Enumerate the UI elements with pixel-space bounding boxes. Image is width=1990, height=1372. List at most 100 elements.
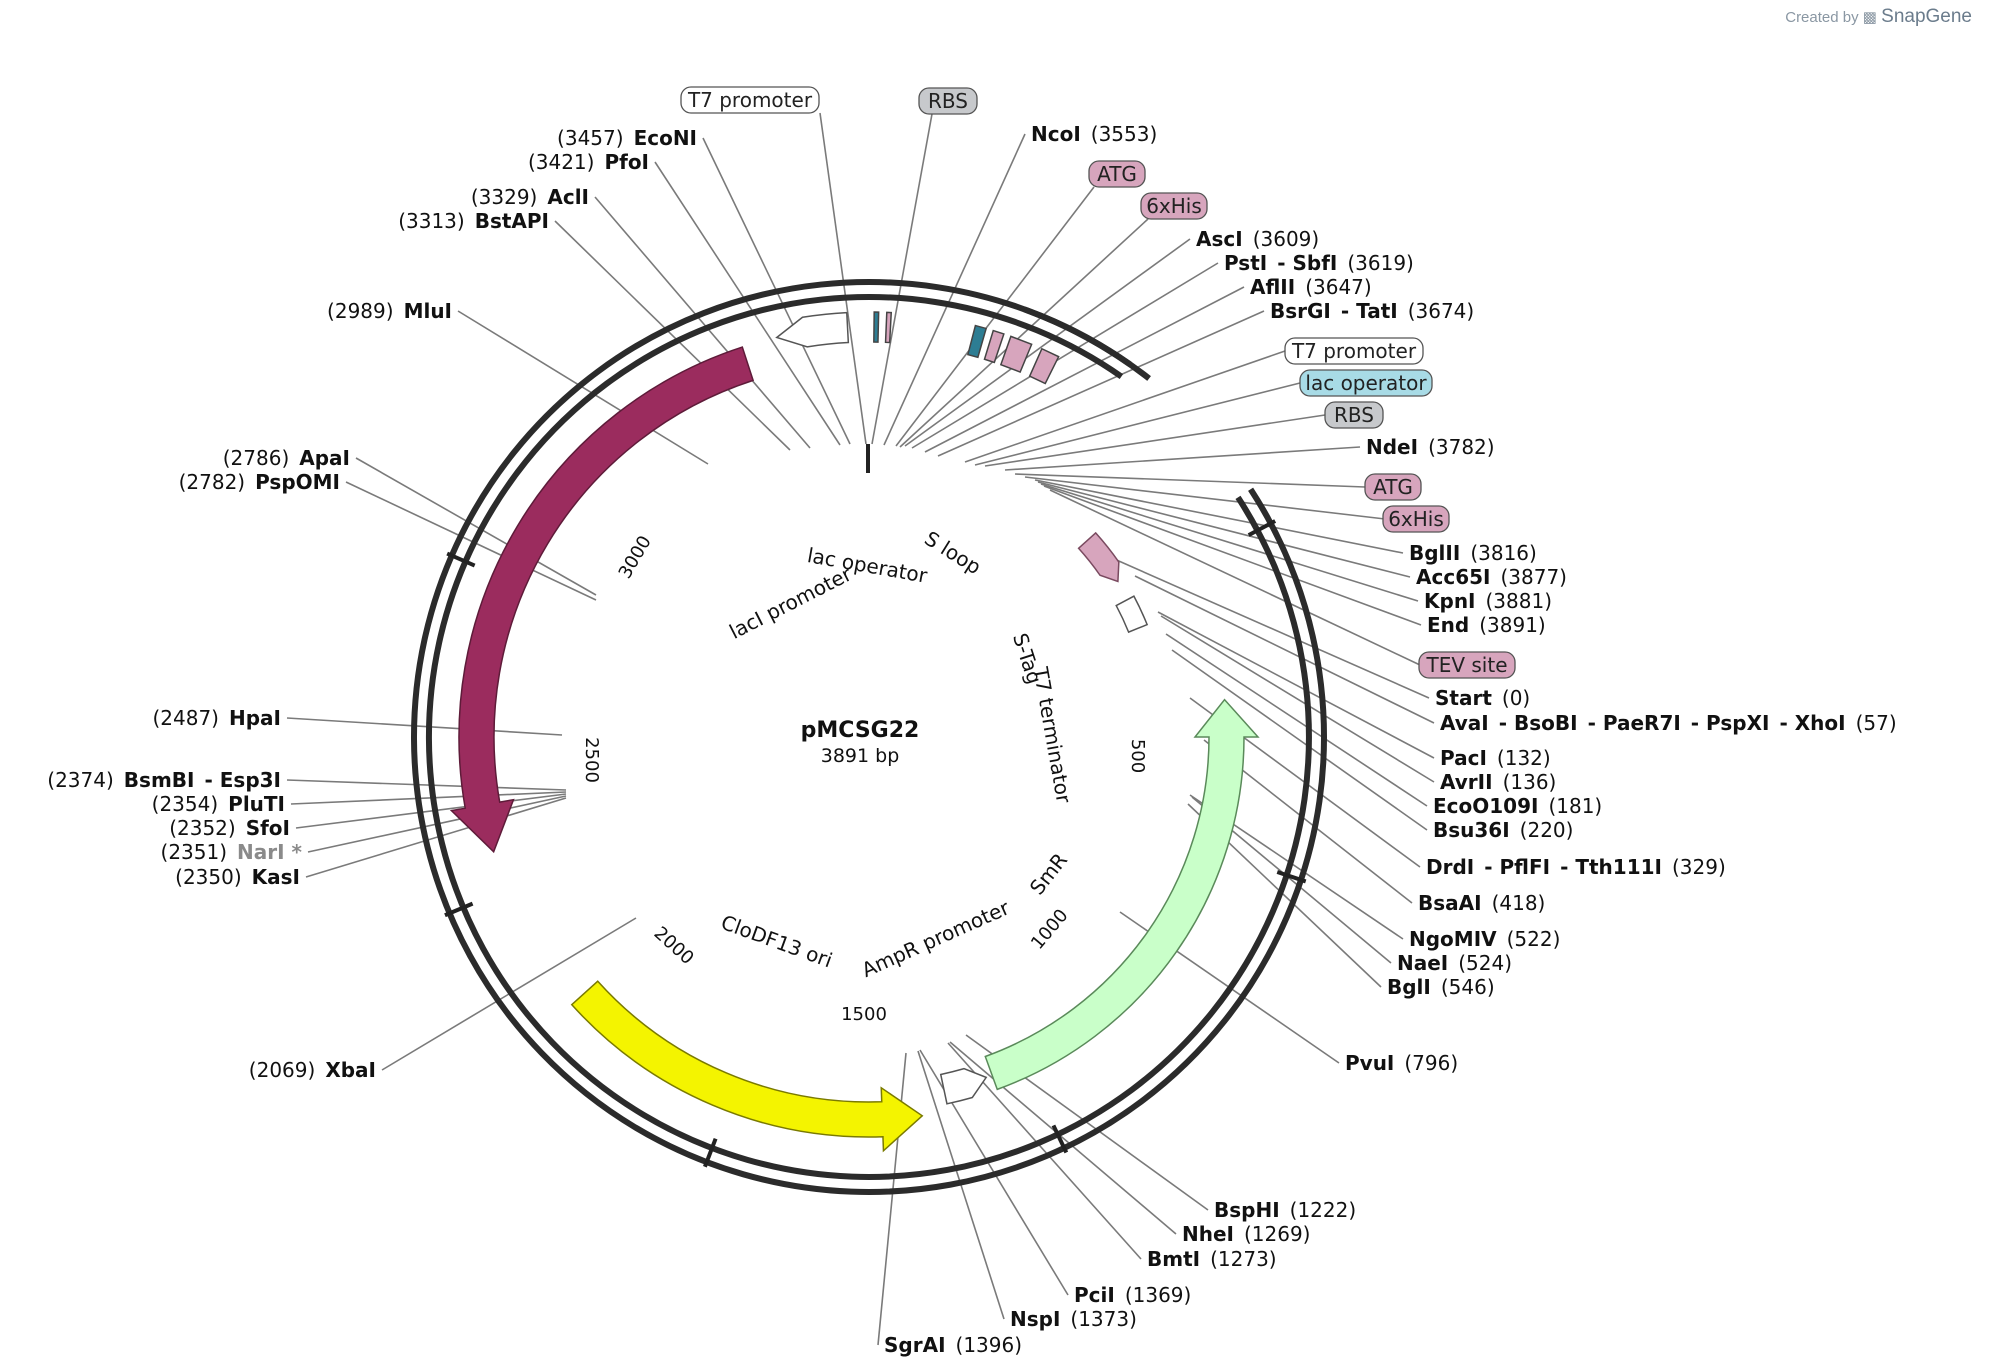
small-features xyxy=(873,311,1060,385)
tag-6xhis-right[interactable]: 6xHis xyxy=(1382,505,1450,533)
site-avrii[interactable]: AvrII(136) xyxy=(1440,770,1556,794)
leader-line xyxy=(1165,633,1428,807)
tag-leader-line xyxy=(974,382,1301,466)
tag-t7-promoter-right[interactable]: T7 promoter xyxy=(1284,337,1424,365)
site-bgli[interactable]: BglI(546) xyxy=(1387,975,1495,999)
site-pfoi[interactable]: (3421)PfoI xyxy=(528,150,649,174)
site-paci[interactable]: PacI(132) xyxy=(1440,746,1551,770)
tag-atg-right[interactable]: ATG xyxy=(1364,473,1422,501)
leader-line xyxy=(1157,611,1435,759)
site-acc65i[interactable]: Acc65I(3877) xyxy=(1416,565,1567,589)
tick-label: 3000 xyxy=(615,532,656,582)
tag-leader-line xyxy=(899,218,1149,448)
small-feature-box[interactable] xyxy=(966,324,988,359)
ampr-promoter-arrow[interactable] xyxy=(939,1067,988,1105)
site-bsrgi[interactable]: BsrGI- TatI(3674) xyxy=(1270,299,1474,323)
tag-t7-promoter-top[interactable]: T7 promoter xyxy=(680,86,820,114)
tag-leader-line xyxy=(1014,473,1366,488)
snapgene-logo-icon: ▩ xyxy=(1862,9,1877,26)
site-ndei[interactable]: NdeI(3782) xyxy=(1366,435,1495,459)
site-pspomi[interactable]: (2782)PspOMI xyxy=(179,470,340,494)
laci-promoter-arrow[interactable] xyxy=(775,311,850,348)
site-drdi[interactable]: DrdI- PflFI- Tth111I(329) xyxy=(1426,855,1726,879)
tag-rbs-top[interactable]: RBS xyxy=(918,87,978,115)
svg-text:TEV site: TEV site xyxy=(1425,653,1507,677)
site-avai[interactable]: AvaI- BsoBI- PaeR7I- PspXI- XhoI(57) xyxy=(1440,711,1897,735)
site-psti[interactable]: PstI- SbfI(3619) xyxy=(1224,251,1414,275)
site-bsphi[interactable]: BspHI(1222) xyxy=(1214,1198,1356,1222)
site-kasi[interactable]: (2350)KasI xyxy=(175,865,300,889)
tag-leader-line xyxy=(1024,476,1386,520)
small-feature-box[interactable] xyxy=(873,311,880,343)
small-feature-box[interactable] xyxy=(884,311,893,344)
site-pcii[interactable]: PciI(1369) xyxy=(1074,1283,1191,1307)
site-sgrai[interactable]: SgrAI(1396) xyxy=(884,1333,1022,1357)
credit-prefix: Created by xyxy=(1785,9,1859,26)
site-nhei[interactable]: NheI(1269) xyxy=(1182,1222,1311,1246)
site-bsmbi[interactable]: (2374)BsmBI- Esp3I xyxy=(47,768,281,792)
leader-line xyxy=(290,791,567,805)
site-acli[interactable]: (3329)AclI xyxy=(471,185,589,209)
site-kpni[interactable]: KpnI(3881) xyxy=(1424,589,1552,613)
tick-label: 2500 xyxy=(581,737,602,783)
site-ncoi[interactable]: NcoI(3553) xyxy=(1031,122,1157,146)
svg-text:ATG: ATG xyxy=(1373,475,1413,499)
site-naei[interactable]: NaeI(524) xyxy=(1397,951,1512,975)
site-econi[interactable]: (3457)EcoNI xyxy=(557,126,697,150)
laci-feature-arrow[interactable] xyxy=(449,346,755,854)
smr-feature-arrow[interactable] xyxy=(984,698,1260,1091)
leader-line xyxy=(1171,649,1428,831)
site-end[interactable]: End(3891) xyxy=(1427,613,1546,637)
svg-text:lac operator: lac operator xyxy=(1305,371,1427,395)
svg-text:6xHis: 6xHis xyxy=(1388,507,1444,531)
leader-line xyxy=(1043,485,1422,626)
tag-leader-line xyxy=(819,112,867,445)
clodf13-ori-feature-arrow[interactable] xyxy=(570,980,924,1153)
svg-text:T7 promoter: T7 promoter xyxy=(687,88,813,112)
leader-line xyxy=(355,457,597,596)
leader-line xyxy=(286,717,563,736)
small-feature-box[interactable] xyxy=(999,335,1033,374)
t7-terminator-box[interactable] xyxy=(1115,595,1149,634)
site-aflii[interactable]: AflII(3647) xyxy=(1250,275,1372,299)
site-ecoo109i[interactable]: EcoO109I(181) xyxy=(1433,794,1602,818)
tag-rbs-right[interactable]: RBS xyxy=(1324,401,1384,429)
site-bstapi[interactable]: (3313)BstAPI xyxy=(398,209,549,233)
site-hpai[interactable]: (2487)HpaI xyxy=(152,706,281,730)
tick-mark xyxy=(1276,870,1307,884)
svg-text:T7 promoter: T7 promoter xyxy=(1291,339,1417,363)
restriction-sites: (3457)EcoNI(3421)PfoI (3329)AclI(3313)Bst… xyxy=(47,122,1896,1357)
tick-mark xyxy=(703,1137,718,1168)
site-pluti[interactable]: (2354)PluTI xyxy=(152,792,285,816)
tick-label: 1500 xyxy=(841,1004,887,1025)
small-feature-box[interactable] xyxy=(983,329,1005,364)
site-mlui[interactable]: (2989)MluI xyxy=(327,299,452,323)
tag-leader-line xyxy=(871,113,933,445)
svg-text:6xHis: 6xHis xyxy=(1146,194,1202,218)
site-nari[interactable]: (2351)NarI * xyxy=(161,840,303,864)
site-pvui[interactable]: PvuI(796) xyxy=(1345,1051,1458,1075)
site-bsaai[interactable]: BsaAI(418) xyxy=(1418,891,1545,915)
leader-line xyxy=(286,779,567,791)
site-nspi[interactable]: NspI(1373) xyxy=(1010,1307,1137,1331)
site-bglii[interactable]: BglII(3816) xyxy=(1409,541,1537,565)
site-apai[interactable]: (2786)ApaI xyxy=(223,446,350,470)
tag-tev-site[interactable]: TEV site xyxy=(1418,651,1516,679)
site-bmti[interactable]: BmtI(1273) xyxy=(1147,1247,1277,1271)
plasmid-name: pMCSG22 xyxy=(801,718,920,743)
site-asci[interactable]: AscI(3609) xyxy=(1196,227,1319,251)
site-xbai[interactable]: (2069)XbaI xyxy=(249,1058,376,1082)
site-sfoi[interactable]: (2352)SfoI xyxy=(169,816,290,840)
small-feature-box[interactable] xyxy=(1028,347,1060,385)
tick-mark xyxy=(1051,1124,1069,1154)
site-ngomiv[interactable]: NgoMIV(522) xyxy=(1409,927,1560,951)
site-start[interactable]: Start(0) xyxy=(1435,686,1530,710)
tag-6xhis-top[interactable]: 6xHis xyxy=(1140,192,1208,220)
smr-label: SmR xyxy=(1025,848,1072,899)
tick-label: 500 xyxy=(1127,739,1148,773)
tag-atg-top[interactable]: ATG xyxy=(1088,160,1146,188)
s-tag-arrow[interactable] xyxy=(1077,531,1120,583)
tag-lac-operator-right[interactable]: lac operator xyxy=(1299,369,1433,397)
site-bsu36i[interactable]: Bsu36I(220) xyxy=(1433,818,1573,842)
leader-line xyxy=(295,793,567,829)
